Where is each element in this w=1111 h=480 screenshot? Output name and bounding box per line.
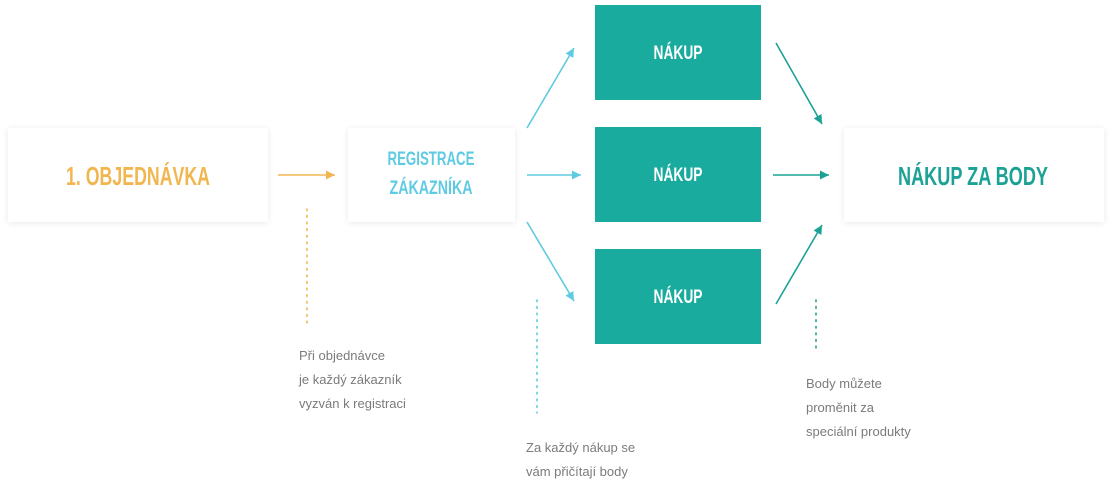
reward-note: Body můžete proměnit za speciální produk…: [806, 376, 911, 439]
purchases-note-line: Za každý nákup se: [526, 440, 635, 455]
order-card: [8, 128, 268, 222]
purchase-box-bg: [595, 127, 761, 222]
reward-note-line: speciální produkty: [806, 424, 911, 439]
purchase-box: NÁKUP: [595, 127, 761, 222]
purchase-box-bg: [595, 249, 761, 344]
purchase-label: NÁKUP: [654, 164, 703, 186]
order-note-line: je každý zákazník: [298, 372, 402, 387]
reward-note-line: Body můžete: [806, 376, 882, 391]
reward-note-line: proměnit za: [806, 400, 875, 415]
purchase-label: NÁKUP: [654, 42, 703, 64]
arrow-purchase-3-to-reward: [775, 224, 823, 305]
purchases-note: Za každý nákup se vám přičítají body: [526, 440, 635, 479]
step-reward: NÁKUP ZA BODY: [844, 128, 1104, 222]
reward-card: [844, 128, 1104, 222]
purchase-label: NÁKUP: [654, 286, 703, 308]
reward-label: NÁKUP ZA BODY: [898, 161, 1048, 191]
order-note-line: vyzván k registraci: [299, 396, 406, 411]
purchase-box-bg: [595, 5, 761, 100]
order-label: 1. OBJEDNÁVKA: [66, 161, 210, 191]
order-note: Při objednávce je každý zákazník vyzván …: [298, 348, 406, 411]
step-order: 1. OBJEDNÁVKA: [8, 128, 268, 222]
registration-label-line: ZÁKAZNÍKA: [390, 177, 473, 199]
step-registration: REGISTRACE ZÁKAZNÍKA: [348, 128, 515, 222]
registration-card: [348, 128, 515, 222]
arrow-registration-to-purchase-1: [526, 47, 575, 129]
purchase-box: NÁKUP: [595, 5, 761, 100]
arrow-purchase-1-to-reward: [775, 42, 823, 125]
purchases-note-line: vám přičítají body: [526, 464, 628, 479]
step-purchases: NÁKUP NÁKUP NÁKUP: [595, 5, 761, 344]
registration-label-line: REGISTRACE: [388, 149, 475, 170]
purchase-box: NÁKUP: [595, 249, 761, 344]
arrow-registration-to-purchase-3: [526, 221, 575, 302]
order-note-line: Při objednávce: [299, 348, 385, 363]
